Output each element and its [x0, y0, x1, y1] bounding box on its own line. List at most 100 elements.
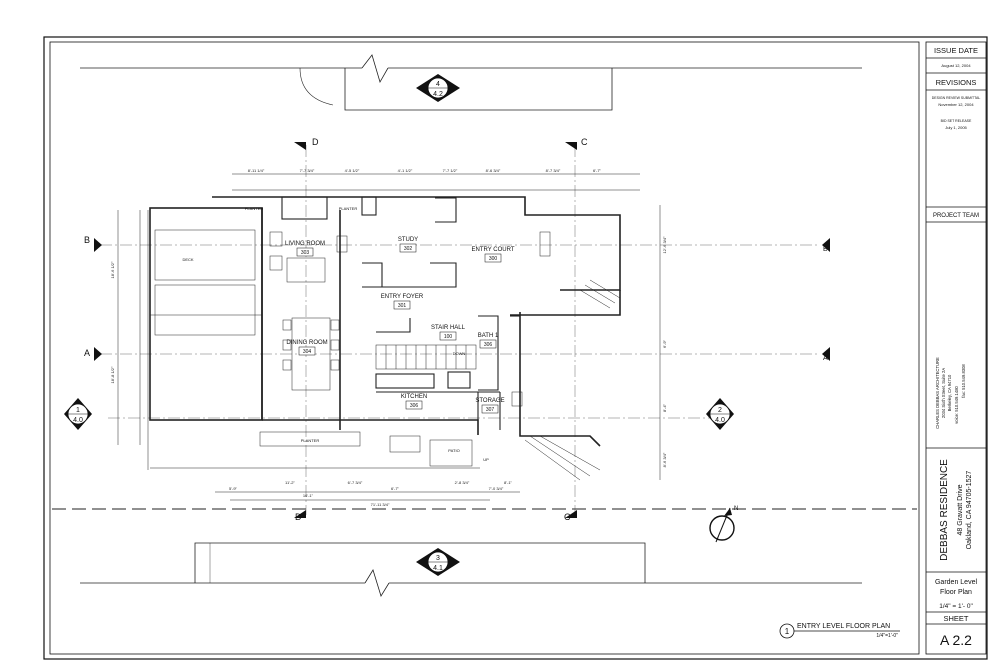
room-entry-foyer: ENTRY FOYER 301	[381, 294, 424, 310]
room-dining: DINING ROOM 304	[286, 340, 328, 356]
stair-down-label: DOWN	[453, 351, 466, 356]
revisions-heading: REVISIONS	[936, 78, 977, 87]
room-name: ENTRY COURT	[471, 247, 514, 253]
dimension-lines	[117, 173, 661, 501]
room-number: 307	[486, 407, 495, 413]
dimension: 6'-9"	[662, 339, 667, 348]
dimension: 18'-6 1/2"	[110, 261, 115, 278]
room-name: ENTRY FOYER	[381, 294, 424, 300]
dimension: 8'-4"	[662, 403, 667, 412]
project-street: 48 Gravatt Drive	[957, 484, 964, 535]
section-bottom-sheet: 4.1	[433, 565, 443, 572]
dimension-text: 8'-11 1/4" 7'-7 3/4" 4'-5 1/2" 4'-1 1/2"…	[110, 168, 667, 507]
north-arrow: N	[709, 506, 738, 543]
dimension: 18'-8 1/2"	[110, 366, 115, 383]
grid-label-b-right: B	[823, 246, 828, 253]
drawing-title-line2: Floor Plan	[940, 589, 972, 596]
drawing-border	[49, 41, 920, 655]
section-marker-bottom: 3 4.1	[416, 548, 460, 576]
room-number: 304	[303, 349, 312, 355]
title-block-text: ISSUE DATE August 12, 2004 REVISIONS DES…	[932, 46, 981, 219]
revision-2-label: BID SET RELEASE	[941, 119, 972, 123]
issue-date: August 12, 2004	[941, 63, 971, 68]
room-name: DINING ROOM	[286, 340, 327, 346]
section-bottom-number: 3	[436, 555, 440, 562]
grid-label-c-top: C	[581, 137, 588, 147]
planter-label: PLANTER	[301, 438, 320, 443]
revision-1-date: November 12, 2004	[938, 102, 974, 107]
floor-plan-drawing	[52, 54, 917, 597]
section-top-number: 4	[436, 81, 440, 88]
room-number: 303	[301, 250, 310, 256]
architect-info: CHARLES DEBBAS ARCHITECTURE 2034 Sixth S…	[935, 357, 966, 429]
room-study: STUDY 302	[398, 237, 418, 253]
section-left-sheet: 4.0	[73, 417, 83, 424]
dimension: 5'-9"	[229, 486, 238, 491]
architect-name: CHARLES DEBBAS ARCHITECTURE	[935, 357, 940, 429]
section-marker-top: 4 4.2	[416, 74, 460, 102]
top-building-strip	[80, 54, 862, 111]
issue-date-heading: ISSUE DATE	[934, 46, 978, 55]
stair-up-label: UP	[483, 457, 489, 462]
grid-lines	[100, 145, 820, 515]
project-name: DEBBAS RESIDENCE	[939, 459, 950, 561]
architect-phone: voice: 510.549.1480	[954, 385, 959, 423]
title-block	[925, 41, 987, 655]
sheet-border	[43, 36, 988, 660]
dimension: 7'-7 1/2"	[443, 168, 458, 173]
section-marker-left: 1 4.0	[64, 398, 92, 430]
bottom-building-strip	[80, 542, 862, 597]
deck-and-furniture	[147, 210, 551, 470]
grid-label-c-bottom: C	[564, 512, 571, 522]
revision-2-date: July 1, 2005	[945, 125, 967, 130]
room-name: KITCHEN	[401, 394, 427, 400]
deck-label: DECK	[182, 257, 193, 262]
dimension: 7'-7 3/4"	[300, 168, 315, 173]
dimension: 4'-1 1/2"	[398, 168, 413, 173]
exterior-walls	[149, 196, 621, 447]
architect-address: 2034 Sixth Street, Suite 2A	[941, 368, 946, 418]
room-name: BATH 1	[478, 333, 499, 339]
plan-title-block: 1 ENTRY LEVEL FLOOR PLAN 1/4"=1'-0"	[779, 623, 900, 639]
dimension-overall: 71'-11 3/4"	[371, 502, 390, 507]
room-kitchen: KITCHEN 306	[401, 394, 427, 410]
dimension: 4'-5 1/2"	[345, 168, 360, 173]
room-number: 306	[484, 342, 493, 348]
dimension: 6'-7 3/4"	[348, 480, 363, 485]
room-number: 300	[489, 256, 498, 262]
room-number: 306	[410, 403, 419, 409]
plan-scale: 1/4"=1'-0"	[876, 633, 898, 639]
room-name: STAIR HALL	[431, 325, 466, 331]
plan-title: ENTRY LEVEL FLOOR PLAN	[797, 623, 890, 630]
room-stair-hall: STAIR HALL 100	[431, 325, 466, 341]
dimension: 12'-6 3/4"	[662, 236, 667, 253]
architect-city: Berkeley, CA 94710	[947, 374, 952, 411]
section-right-sheet: 4.0	[715, 417, 725, 424]
project-team-heading: PROJECT TEAM	[933, 213, 979, 219]
dimension: 8'-6 3/4"	[486, 168, 501, 173]
room-name: STORAGE	[475, 398, 504, 404]
grid-label-d-top: D	[312, 137, 319, 147]
grid-label-a-left: A	[84, 348, 90, 358]
grid-label-d-bottom: D	[295, 512, 302, 522]
section-right-number: 2	[718, 407, 722, 414]
room-living: LIVING ROOM 303	[285, 241, 325, 257]
interior-walls	[281, 196, 520, 430]
room-number: 100	[444, 334, 453, 340]
dimension: 11'-2"	[285, 480, 295, 485]
dimension: 8'-11 1/4"	[248, 168, 265, 173]
misc-labels: PLANTER PLANTER PLANTER DECK PATIO DOWN …	[182, 206, 489, 462]
planter-label: PLANTER	[339, 206, 358, 211]
dimension: 6'-7"	[391, 486, 400, 491]
grid-label-a-right: A	[823, 355, 828, 362]
planter-label: PLANTER	[245, 206, 264, 211]
drawing-title-line1: Garden Level	[935, 579, 977, 586]
dimension: 16'-1"	[303, 493, 314, 498]
revision-1-label: DESIGN REVIEW SUBMITTAL	[932, 96, 981, 100]
section-marker-right: 2 4.0	[706, 398, 734, 430]
room-labels: LIVING ROOM 303 STUDY 302 ENTRY COURT 30…	[285, 237, 515, 414]
dimension: 8'-6 3/4"	[662, 452, 667, 467]
grid-arrows	[94, 142, 830, 518]
north-label: N	[734, 506, 738, 512]
